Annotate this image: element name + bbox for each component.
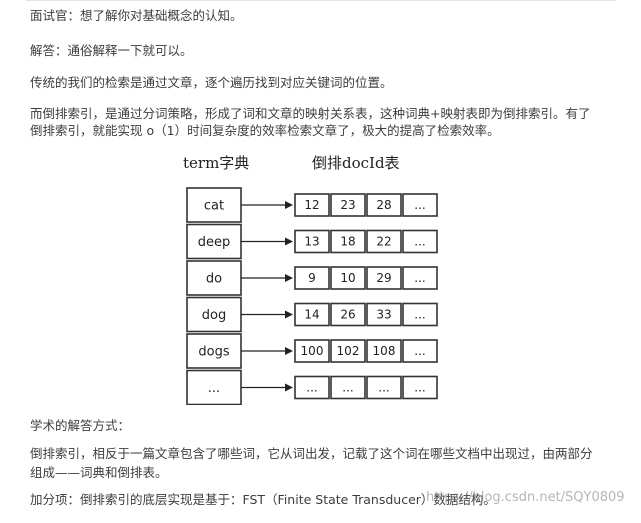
paragraph-definition-line2: 组成——词典和倒排表。 bbox=[30, 465, 168, 480]
term-box bbox=[186, 296, 242, 333]
doc-id-label: 108 bbox=[373, 344, 396, 358]
arrow-head-icon bbox=[285, 237, 293, 246]
term-label: cat bbox=[204, 199, 224, 214]
doc-id-cell bbox=[402, 193, 438, 217]
term-label: dog bbox=[202, 308, 226, 323]
doc-id-cell bbox=[402, 375, 438, 400]
watermark: https://blog.csdn.net/SQY0809 bbox=[426, 490, 625, 505]
inverted-index-diagram: term字典 倒排docId表 cat 12 23 28... deep 13 18 22..… bbox=[183, 154, 438, 405]
doc-id-cell bbox=[402, 302, 438, 327]
doc-id-label: 28 bbox=[376, 198, 391, 212]
paragraph-inverted-index-line2: 倒排索引，就能实现 o（1）时间复杂度的效率检索文章了，极大的提高了检索效率。 bbox=[30, 123, 500, 138]
doc-id-cell bbox=[294, 193, 330, 217]
doc-id-label: ... bbox=[414, 344, 425, 358]
doc-id-label: 26 bbox=[340, 308, 355, 322]
doc-id-label: 12 bbox=[304, 198, 319, 212]
doc-id-label: ... bbox=[414, 308, 425, 322]
doc-id-label: 22 bbox=[376, 235, 391, 249]
term-box bbox=[186, 260, 242, 296]
doc-id-cell bbox=[366, 229, 402, 254]
arrow-head-icon bbox=[285, 383, 293, 392]
doc-id-label: ... bbox=[342, 381, 353, 395]
doc-id-label: ... bbox=[414, 235, 425, 249]
doc-id-cell bbox=[294, 339, 330, 363]
doc-id-cell bbox=[294, 266, 330, 290]
doc-id-cell bbox=[330, 266, 366, 290]
doc-id-label: ... bbox=[414, 381, 425, 395]
term-label: dogs bbox=[198, 345, 229, 360]
doc-id-cell bbox=[294, 375, 330, 400]
doc-id-cell bbox=[330, 193, 366, 217]
posting-list-title: 倒排docId表 bbox=[312, 154, 400, 172]
doc-id-label: 14 bbox=[304, 308, 319, 322]
doc-id-label: ... bbox=[414, 198, 425, 212]
doc-id-cell bbox=[294, 302, 330, 327]
doc-id-cell bbox=[330, 229, 366, 254]
paragraph-answer-intro: 解答：通俗解释一下就可以。 bbox=[30, 43, 193, 58]
doc-id-cell bbox=[330, 339, 366, 363]
term-label: do bbox=[206, 272, 222, 287]
doc-id-label: 18 bbox=[340, 235, 355, 249]
doc-id-cell bbox=[366, 193, 402, 217]
doc-id-label: ... bbox=[378, 381, 389, 395]
doc-id-label: ... bbox=[306, 381, 317, 395]
doc-id-label: 23 bbox=[340, 198, 355, 212]
doc-id-cell bbox=[402, 339, 438, 363]
doc-id-cell bbox=[366, 302, 402, 327]
arrow-head-icon bbox=[285, 201, 293, 209]
paragraph-inverted-index-line1: 而倒排索引，是通过分词策略，形成了词和文章的映射关系表，这种词典+映射表即为倒排… bbox=[30, 106, 591, 121]
doc-id-cell bbox=[366, 339, 402, 363]
term-label: ... bbox=[208, 381, 220, 396]
doc-id-label: ... bbox=[414, 271, 425, 285]
doc-id-label: 33 bbox=[376, 308, 391, 322]
paragraph-bonus-fst: 加分项：倒排索引的底层实现是基于：FST（Finite State Transd… bbox=[30, 492, 496, 507]
term-label: deep bbox=[198, 235, 231, 250]
paragraph-traditional-search: 传统的我们的检索是通过文章，逐个遍历找到对应关键词的位置。 bbox=[30, 75, 393, 90]
doc-id-cell bbox=[330, 375, 366, 400]
doc-id-label: 29 bbox=[376, 271, 391, 285]
paragraph-academic-answer: 学术的解答方式： bbox=[30, 418, 131, 433]
top-divider bbox=[26, 0, 616, 1]
arrow-head-icon bbox=[285, 347, 293, 355]
doc-id-label: 13 bbox=[304, 235, 319, 249]
doc-id-label: 102 bbox=[337, 344, 360, 358]
paragraph-interviewer-question: 面试官：想了解你对基础概念的认知。 bbox=[30, 8, 243, 23]
doc-id-cell bbox=[402, 229, 438, 254]
term-box bbox=[186, 223, 242, 260]
paragraph-definition-line1: 倒排索引，相反于一篇文章包含了哪些词，它从词出发，记载了这个词在哪些文档中出现过… bbox=[30, 446, 593, 461]
doc-id-cell bbox=[330, 302, 366, 327]
doc-id-cell bbox=[366, 375, 402, 400]
doc-id-cell bbox=[366, 266, 402, 290]
arrow-head-icon bbox=[285, 274, 293, 282]
doc-id-label: 10 bbox=[340, 271, 355, 285]
arrow-head-icon bbox=[285, 310, 293, 319]
doc-id-label: 9 bbox=[308, 271, 316, 285]
doc-id-cell bbox=[294, 229, 330, 254]
doc-id-label: 100 bbox=[301, 344, 324, 358]
term-dictionary-title: term字典 bbox=[183, 154, 249, 172]
doc-id-cell bbox=[402, 266, 438, 290]
